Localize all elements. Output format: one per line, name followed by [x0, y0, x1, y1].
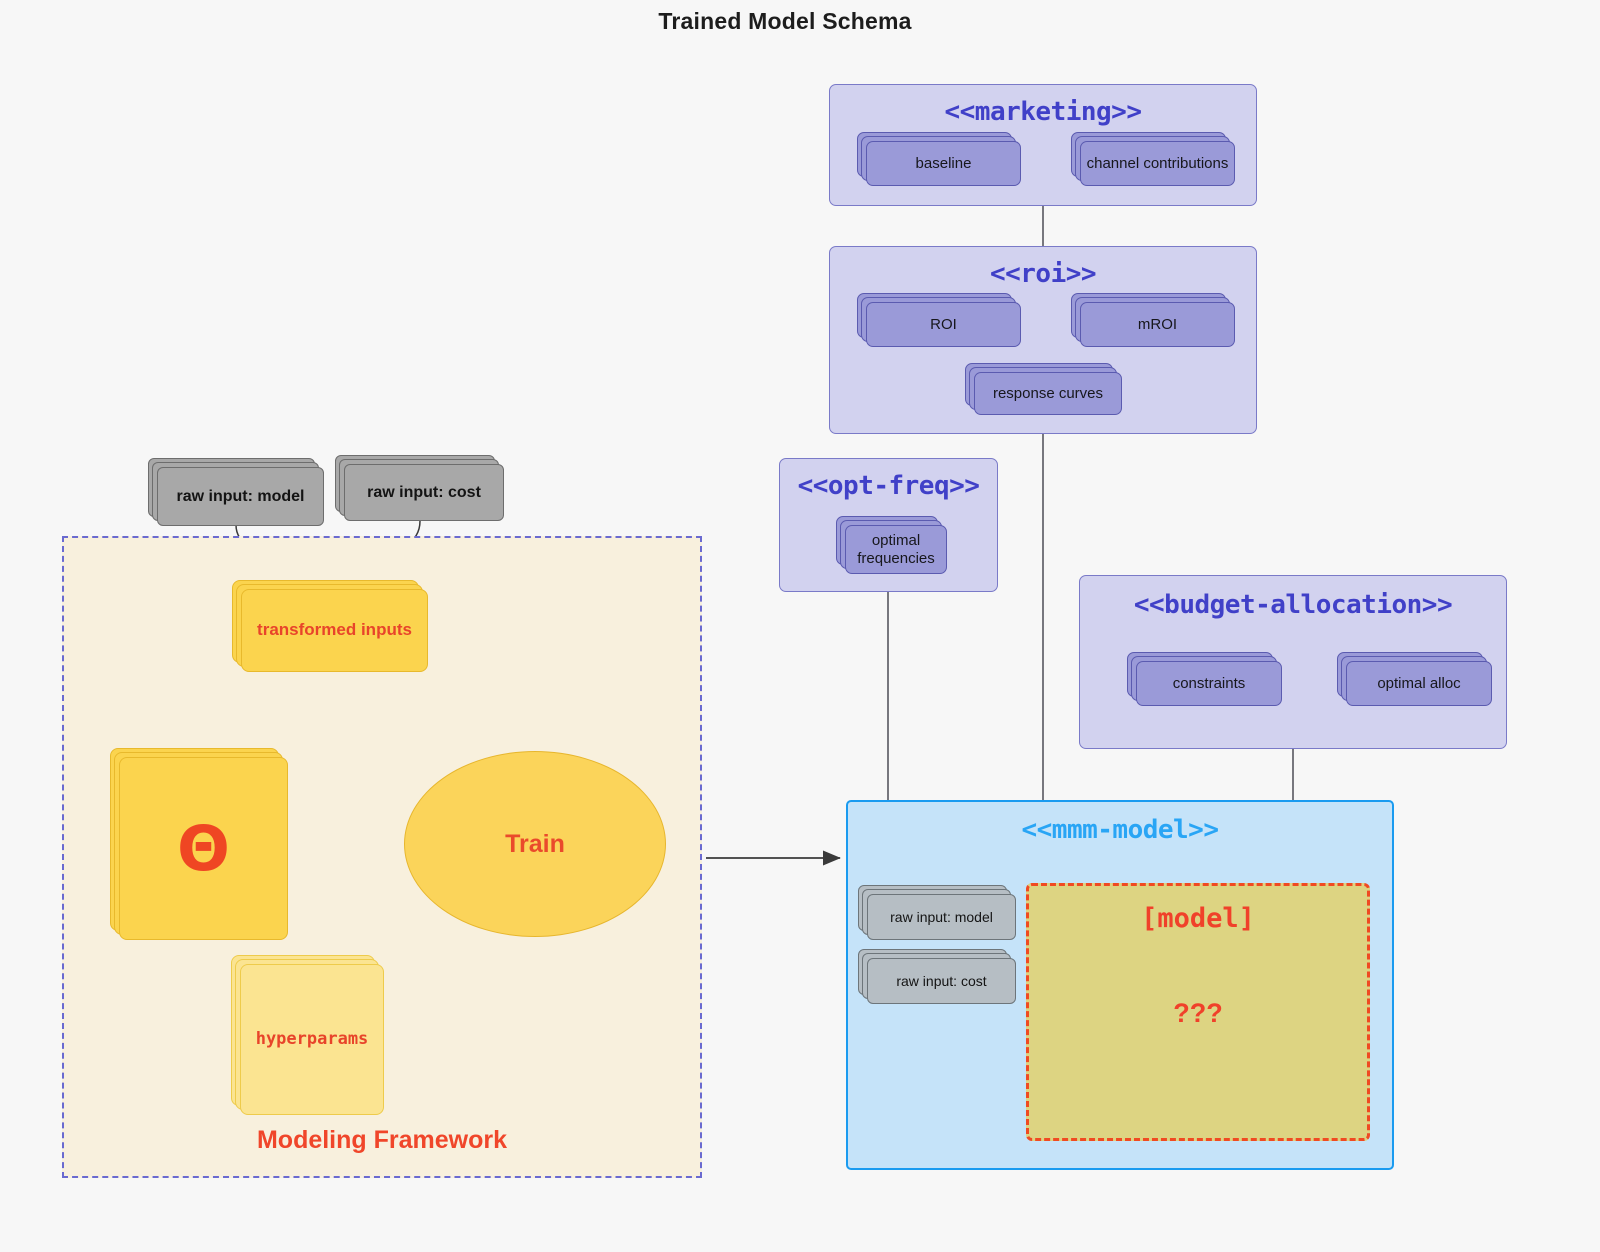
node-label: ROI — [930, 315, 957, 333]
node-label: response curves — [992, 384, 1104, 402]
package-opt-freq-title: <<opt-freq>> — [797, 471, 980, 501]
node-label: raw input: cost — [367, 483, 481, 501]
card-front: raw input: model — [867, 894, 1016, 940]
model-placeholder-unknown: ??? — [1173, 998, 1223, 1028]
node-raw-input-model[interactable]: raw input: model — [148, 458, 324, 526]
node-label: optimal alloc — [1377, 674, 1461, 692]
node-optimal-frequencies[interactable]: optimal frequencies — [836, 516, 947, 574]
node-label: raw input: model — [890, 908, 993, 925]
node-transformed-inputs[interactable]: transformed inputs — [232, 580, 428, 672]
card-front: channel contributions — [1080, 141, 1235, 186]
card-front: constraints — [1136, 661, 1282, 706]
node-train[interactable]: Train — [404, 751, 666, 937]
node-label: channel contributions — [1086, 154, 1229, 172]
node-baseline[interactable]: baseline — [857, 132, 1021, 186]
card-front: raw input: model — [157, 467, 324, 526]
package-roi-title: <<roi>> — [989, 259, 1097, 289]
node-label: optimal frequencies — [857, 531, 935, 567]
node-theta[interactable]: Θ — [110, 748, 288, 940]
node-label: transformed inputs — [257, 620, 412, 640]
package-marketing-title: <<marketing>> — [944, 97, 1143, 127]
node-label: raw input: model — [176, 487, 305, 505]
card-front: baseline — [866, 141, 1021, 186]
card-front: ROI — [866, 302, 1021, 347]
card-front: mROI — [1080, 302, 1235, 347]
card-front: raw input: cost — [867, 958, 1016, 1004]
node-hyperparams[interactable]: hyperparams — [231, 955, 384, 1115]
card-front: raw input: cost — [344, 464, 504, 521]
node-response-curves[interactable]: response curves — [965, 363, 1122, 415]
package-budget-allocation-title: <<budget-allocation>> — [1133, 590, 1453, 620]
node-constraints[interactable]: constraints — [1127, 652, 1282, 706]
node-label: baseline — [915, 154, 972, 172]
node-label: raw input: cost — [896, 972, 987, 989]
node-raw-input-cost[interactable]: raw input: cost — [335, 455, 504, 521]
node-label: hyperparams — [255, 1029, 369, 1050]
card-front: response curves — [974, 372, 1122, 415]
page-title: Trained Model Schema — [658, 8, 912, 34]
package-mmm-model-title: <<mmm-model>> — [1021, 815, 1220, 845]
node-mmm-raw-input-model[interactable]: raw input: model — [858, 885, 1016, 940]
node-roi[interactable]: ROI — [857, 293, 1021, 347]
theta-symbol: Θ — [177, 811, 230, 885]
node-label: Train — [505, 829, 565, 858]
node-mroi[interactable]: mROI — [1071, 293, 1235, 347]
node-mmm-raw-input-cost[interactable]: raw input: cost — [858, 949, 1016, 1004]
modeling-framework-label: Modeling Framework — [256, 1126, 508, 1154]
node-label: mROI — [1137, 315, 1178, 333]
card-front: Θ — [119, 757, 288, 940]
model-placeholder-box[interactable]: [model] ??? — [1026, 883, 1370, 1141]
node-channel-contributions[interactable]: channel contributions — [1071, 132, 1235, 186]
card-front: optimal alloc — [1346, 661, 1492, 706]
node-optimal-alloc[interactable]: optimal alloc — [1337, 652, 1492, 706]
card-front: transformed inputs — [241, 589, 428, 672]
card-front: optimal frequencies — [845, 525, 947, 574]
model-placeholder-title: [model] — [1141, 903, 1255, 934]
node-label: constraints — [1172, 674, 1246, 692]
card-front: hyperparams — [240, 964, 384, 1115]
